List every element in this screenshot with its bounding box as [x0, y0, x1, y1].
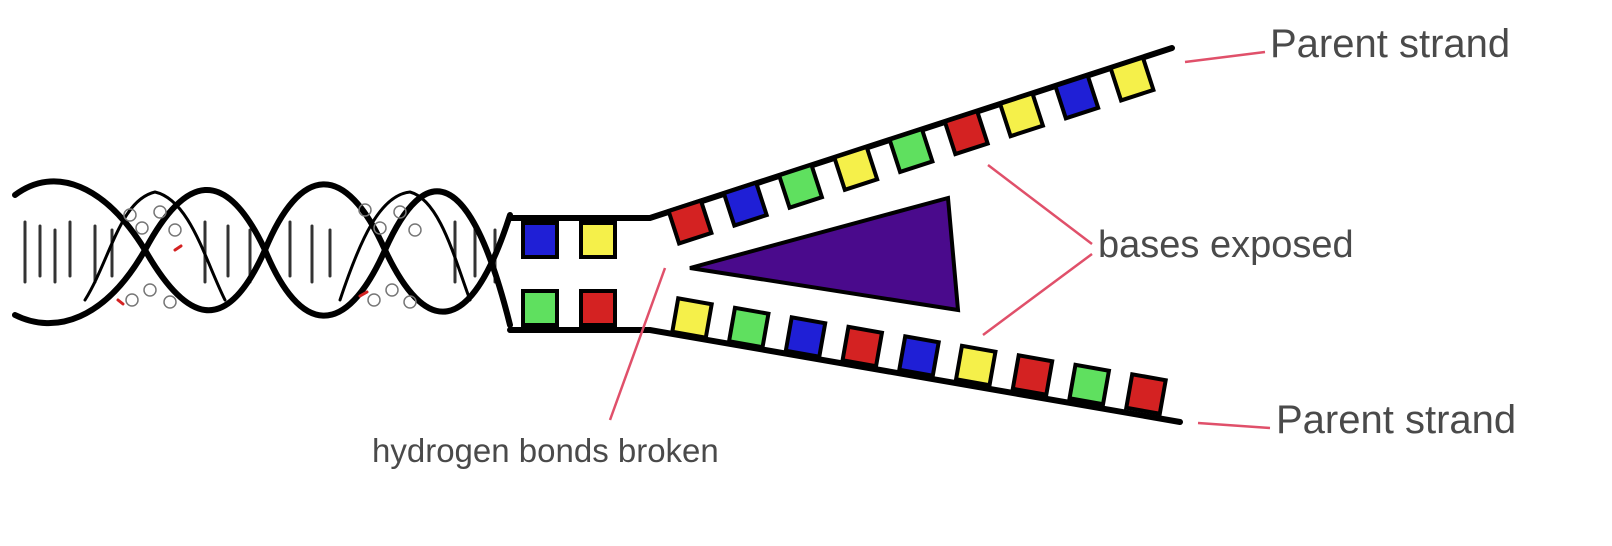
helix-strand-b	[12, 187, 513, 328]
bases-exposed-label: bases exposed	[1098, 224, 1354, 266]
annotation-lines	[608, 50, 1271, 430]
base-upper-strand	[1052, 72, 1101, 121]
base-upper-strand	[776, 162, 825, 211]
base-lower-strand	[953, 343, 998, 388]
base-upper-strand	[721, 180, 770, 229]
hydrogen-bonds-broken-label: hydrogen bonds broken	[372, 432, 719, 469]
parent-strand-top-label: Parent strand	[1270, 22, 1511, 66]
helix-rungs	[23, 220, 497, 284]
arrow-bases-lower	[982, 252, 1093, 337]
helix-red-marks	[116, 244, 369, 306]
base-lower-strand	[783, 314, 828, 360]
base-upper-strand	[887, 126, 935, 175]
helix-strand-c	[83, 190, 227, 302]
base-lower-strand	[726, 305, 771, 350]
base-upper-strand	[1108, 55, 1156, 103]
helix-ring-decoration	[123, 203, 422, 309]
base-paired-top	[521, 221, 559, 259]
base-upper-strand	[942, 108, 991, 157]
arrow-bases-upper	[987, 164, 1093, 245]
base-paired-bottom	[579, 289, 617, 327]
base-lower-strand	[1067, 362, 1112, 407]
helix-strand-a	[12, 178, 513, 315]
helix-strand-d	[338, 190, 472, 302]
base-lower-strand	[1010, 352, 1055, 398]
base-lower-strand	[1123, 371, 1169, 417]
arrow-hbonds	[608, 267, 667, 421]
base-lower-strand	[840, 324, 885, 369]
base-paired-top	[579, 221, 617, 259]
arrow-parent-bottom	[1197, 421, 1271, 430]
upper-backbone	[507, 45, 1175, 221]
helicase-enzyme	[689, 195, 961, 313]
bases	[521, 55, 1169, 417]
base-upper-strand	[666, 198, 714, 246]
base-paired-bottom	[521, 289, 559, 327]
lower-backbone	[507, 327, 1183, 425]
double-helix	[12, 178, 513, 328]
arrow-parent-top	[1184, 50, 1266, 64]
base-upper-strand	[997, 90, 1046, 139]
base-lower-strand	[669, 295, 715, 341]
base-upper-strand	[831, 144, 880, 193]
base-lower-strand	[896, 333, 942, 379]
backbones	[507, 45, 1183, 425]
parent-strand-bottom-label: Parent strand	[1276, 398, 1517, 442]
